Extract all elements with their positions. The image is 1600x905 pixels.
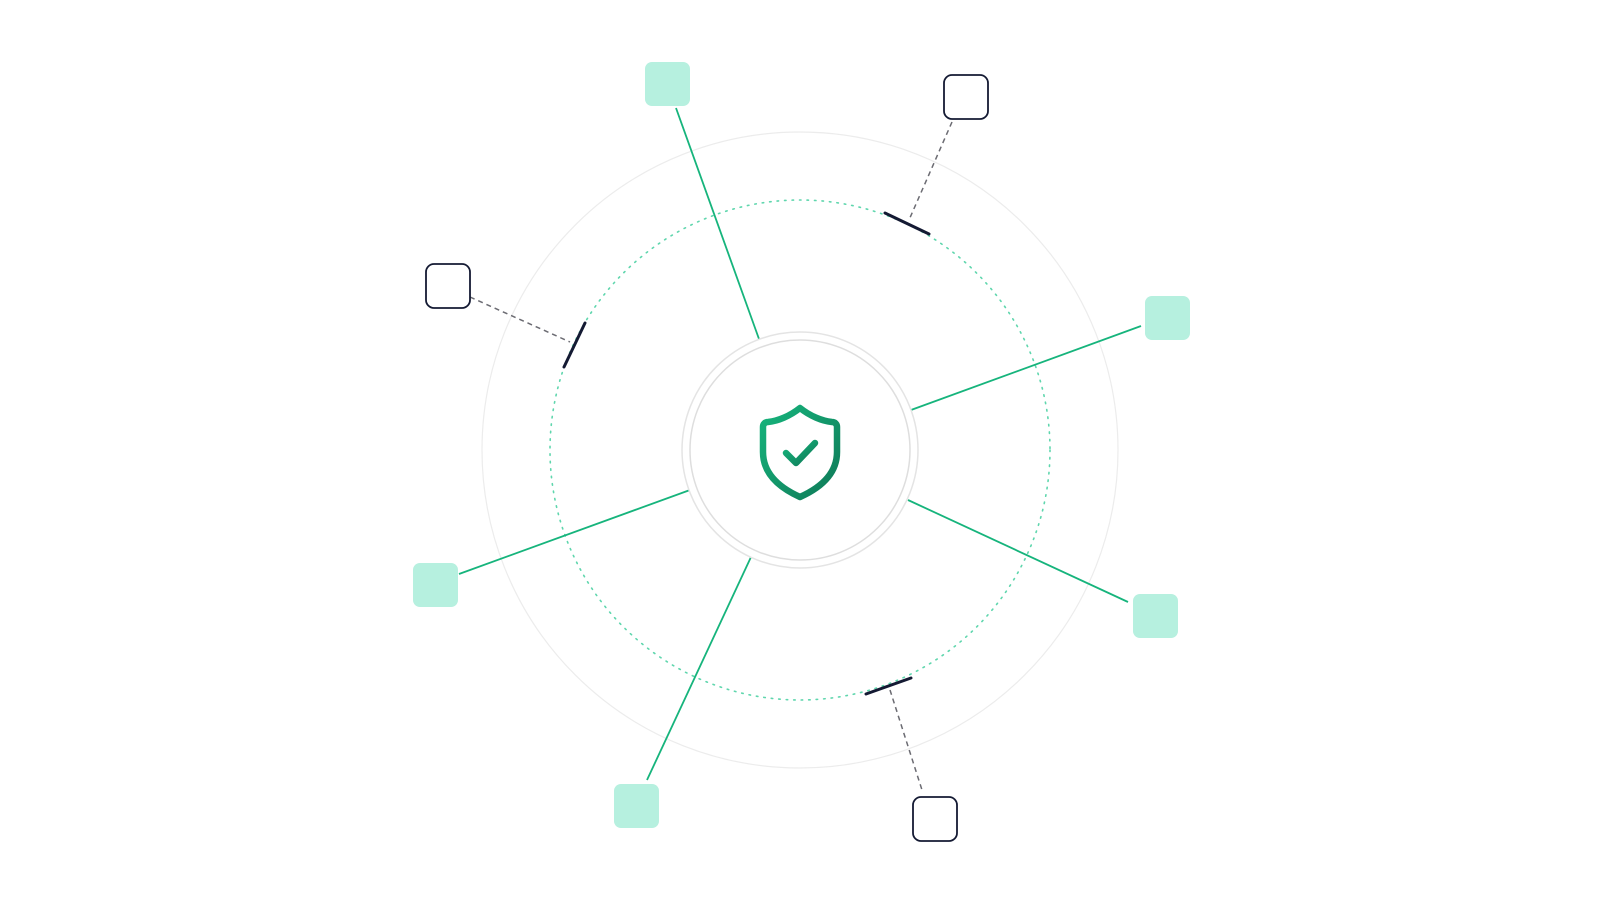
blocked-link-bottom	[889, 689, 923, 791]
blocked-node-top-right[interactable]	[943, 74, 989, 120]
blocked-nodes	[425, 74, 989, 842]
blocked-node-upper-left[interactable]	[425, 263, 471, 309]
barrier-top-right	[883, 211, 931, 236]
connected-nodes	[413, 62, 1190, 828]
connected-node-right[interactable]	[1145, 296, 1190, 340]
blocked-links	[469, 121, 953, 791]
blocked-link-top-right	[908, 121, 953, 221]
link-top	[675, 107, 760, 340]
barrier-upper-left	[562, 321, 587, 369]
link-lower-right	[907, 499, 1129, 603]
blocked-link-upper-left	[469, 296, 571, 343]
barrier-bottom	[864, 676, 913, 696]
connected-links	[458, 107, 1142, 781]
blocked-node-bottom[interactable]	[912, 796, 958, 842]
central-hub	[681, 331, 919, 569]
connected-node-lower-right[interactable]	[1133, 594, 1178, 638]
link-bottom-left	[646, 556, 752, 781]
link-right	[910, 325, 1142, 411]
connected-node-bottom-left[interactable]	[614, 784, 659, 828]
outer-ring	[481, 131, 1119, 769]
connected-node-left[interactable]	[413, 563, 458, 607]
link-left	[458, 489, 691, 575]
protection-ring-dotted	[549, 199, 1051, 701]
connected-node-top[interactable]	[645, 62, 690, 106]
shield-check-icon	[759, 404, 841, 501]
hub-inner-ring	[689, 339, 911, 561]
